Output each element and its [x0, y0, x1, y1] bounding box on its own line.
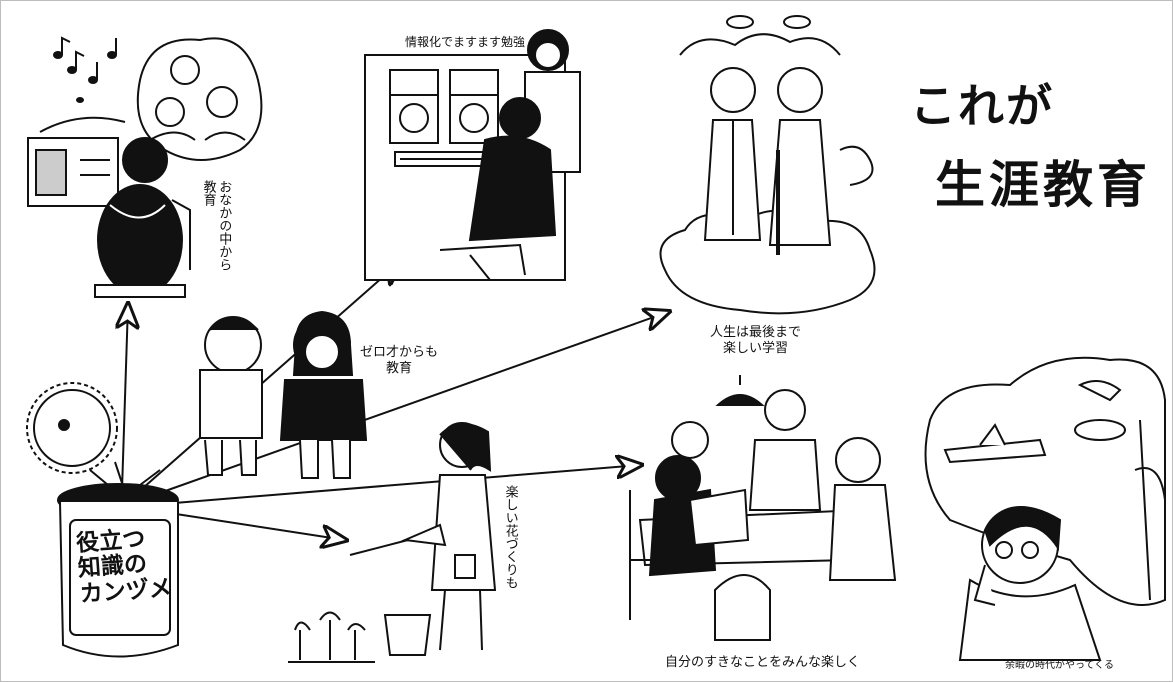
arrows [122, 262, 668, 540]
halo-icon [783, 15, 811, 29]
title-line-2: 生涯教育 [935, 156, 1151, 214]
screen-icon [399, 103, 429, 133]
airplane-icon [943, 438, 1047, 464]
halo-icon [726, 15, 754, 29]
leisure-scene [924, 356, 1166, 661]
fish-icon [1077, 380, 1122, 402]
arrow-to-computer [134, 262, 400, 496]
sprout-icon [288, 611, 375, 663]
watering-can-icon [401, 523, 447, 547]
knowledge-can-label: 役立つ 知識の カンヅメ [75, 526, 173, 608]
music-note-icon [53, 51, 117, 103]
caption-computer: 情報化でますます勉強 [405, 35, 526, 49]
arrow-to-flowers [149, 509, 345, 540]
elderly-scene [659, 15, 876, 315]
children-scene [199, 310, 368, 479]
screen-icon [459, 103, 489, 133]
bucket-icon [383, 614, 432, 656]
arrow-to-womb [122, 305, 128, 491]
title-line-1: これが [910, 79, 1054, 133]
cake-icon [1074, 419, 1126, 441]
group-scene [629, 375, 897, 641]
caption-children: ゼロ才からも 教育 [360, 345, 439, 376]
caption-womb: おなかの中から 教育 [200, 180, 232, 271]
caption-leisure: 余暇の時代がやってくる [1005, 660, 1114, 671]
cloud [659, 209, 876, 315]
arrow-to-clouds [139, 312, 668, 501]
lamp-icon [715, 394, 765, 406]
womb-scene [27, 36, 263, 298]
caption-clouds: 人生は最後まで 楽しい学習 [710, 325, 802, 356]
computer-scene [364, 29, 581, 281]
arrow-to-group [149, 465, 640, 506]
caption-group: 自分のすきなことをみんな楽しく [665, 655, 861, 670]
caption-flowers: 楽しい花づくりも [502, 485, 518, 589]
can-scene [26, 382, 179, 658]
flower-scene [288, 422, 497, 663]
